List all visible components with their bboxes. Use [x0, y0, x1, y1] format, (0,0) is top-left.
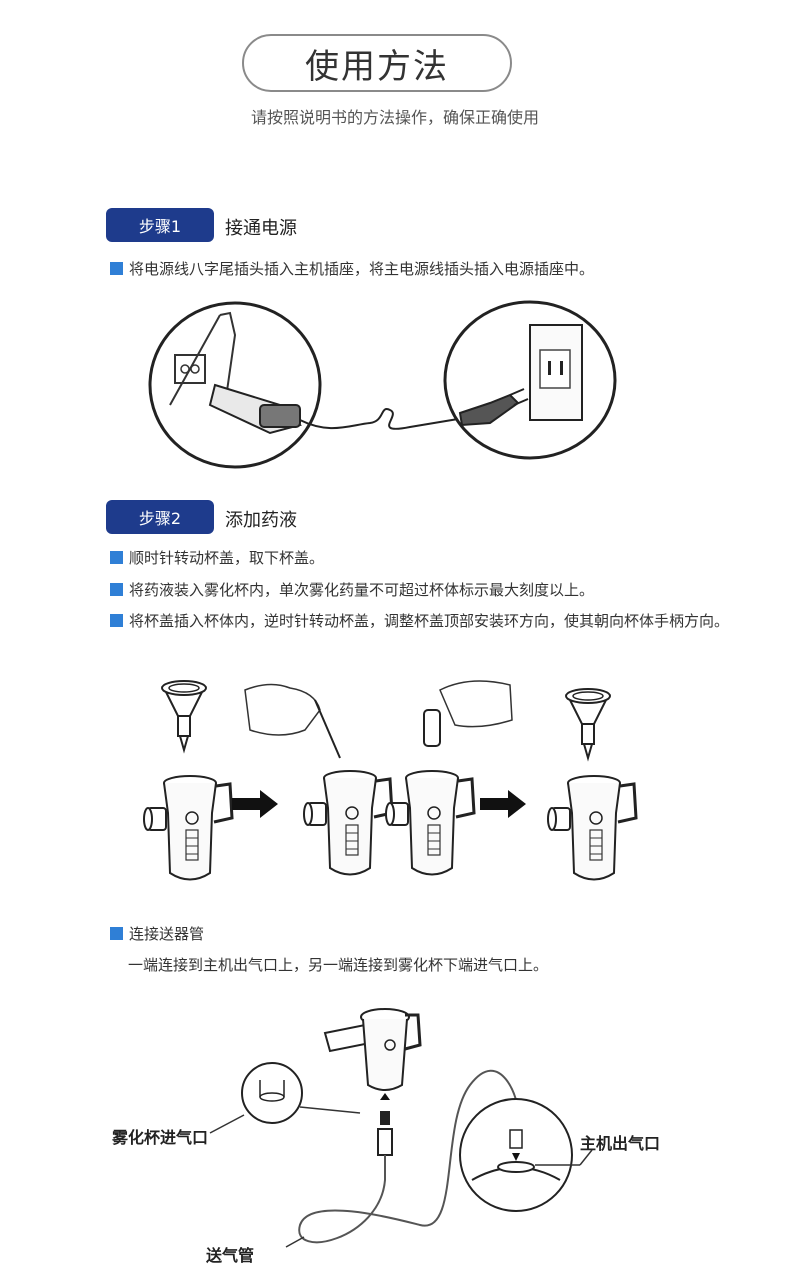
host-outlet-label: 主机出气口 [580, 1134, 661, 1153]
connect-heading: 连接送器管 [110, 923, 204, 944]
step2-bullet-3: 将杯盖插入杯体内，逆时针转动杯盖，调整杯盖顶部安装环方向，使其朝向杯体手柄方向。 [110, 610, 729, 631]
page-title-text: 使用方法 [305, 46, 449, 87]
step1-bullet-1-text: 将电源线八字尾插头插入主机插座，将主电源线插头插入电源插座中。 [129, 260, 595, 278]
cup-inlet-label: 雾化杯进气口 [112, 1128, 209, 1147]
host-socket-magnify-circle [148, 301, 322, 469]
page-subtitle: 请按照说明书的方法操作，确保正确使用 [250, 108, 539, 127]
step1-bullet-1: 将电源线八字尾插头插入主机插座，将主电源线插头插入电源插座中。 [110, 258, 594, 279]
connect-description: 一端连接到主机出气口上，另一端连接到雾化杯下端进气口上。 [128, 956, 549, 974]
bullet-square-icon [110, 262, 123, 275]
tube-label: 送气管 [206, 1246, 255, 1265]
step2-bullet-1: 顺时针转动杯盖，取下杯盖。 [110, 547, 324, 568]
step2-title: 添加药液 [225, 510, 297, 531]
connect-heading-text: 连接送器管 [129, 925, 205, 943]
step2-bullet-2-text: 将药液装入雾化杯内，单次雾化药量不可超过杯体标示最大刻度以上。 [129, 581, 595, 599]
step2-bullet-1-text: 顺时针转动杯盖，取下杯盖。 [129, 549, 325, 567]
step2-bullet-3-text: 将杯盖插入杯体内，逆时针转动杯盖，调整杯盖顶部安装环方向，使其朝向杯体手柄方向。 [129, 612, 730, 630]
bullet-square-icon [110, 551, 123, 564]
step1-title: 接通电源 [225, 218, 297, 239]
bullet-square-icon [110, 583, 123, 596]
bullet-square-icon [110, 927, 123, 940]
power-connection-illustration [148, 300, 617, 469]
medicine-cup-sequence-illustration [142, 680, 638, 881]
step1-badge: 步骤1 [106, 208, 214, 242]
step2-badge: 步骤2 [106, 500, 214, 534]
tube-connection-illustration [209, 1008, 593, 1248]
step2-bullet-2: 将药液装入雾化杯内，单次雾化药量不可超过杯体标示最大刻度以上。 [110, 579, 594, 600]
page-title: 使用方法 [242, 34, 512, 92]
bullet-square-icon [110, 614, 123, 627]
